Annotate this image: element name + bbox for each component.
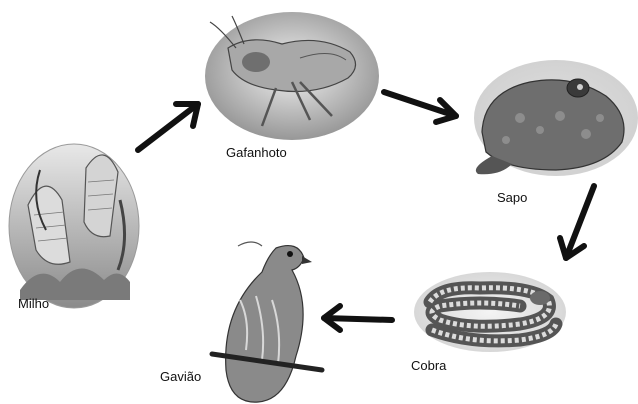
arrow-milho-to-gafanhoto — [138, 104, 198, 150]
organism-label-gaviao: Gavião — [160, 369, 201, 384]
snake-illustration — [414, 272, 566, 352]
toad-illustration — [474, 60, 638, 176]
arrow-cobra-to-gaviao — [324, 306, 392, 330]
organism-label-sapo: Sapo — [497, 190, 527, 205]
arrow-gafanhoto-to-sapo — [384, 92, 456, 122]
hawk-illustration — [212, 242, 322, 402]
organism-label-milho: Milho — [18, 296, 49, 311]
corn-illustration — [9, 144, 139, 308]
grasshopper-illustration — [205, 12, 379, 140]
arrow-sapo-to-cobra — [560, 186, 594, 258]
organism-label-cobra: Cobra — [411, 358, 446, 373]
organism-label-gafanhoto: Gafanhoto — [226, 145, 287, 160]
